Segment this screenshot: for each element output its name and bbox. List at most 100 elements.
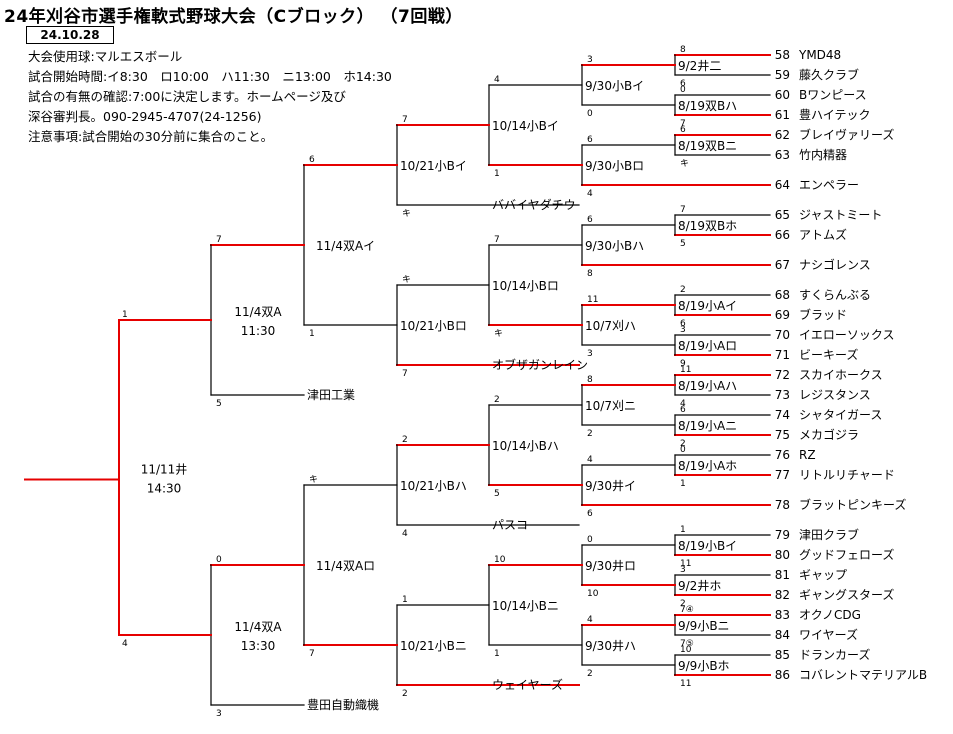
info-line-notes: 注意事項:試合開始の30分前に集合のこと。 <box>28 129 274 144</box>
team-number: 86 <box>775 668 790 682</box>
score-label: 4 <box>587 455 593 465</box>
match-label: 11/11井 <box>141 463 188 477</box>
team-name: スカイホークス <box>799 368 883 382</box>
score-label: 9 <box>680 359 686 369</box>
match-label: 8/19小Bイ <box>678 539 737 553</box>
match-label: 8/19小Aニ <box>678 419 737 433</box>
team-name: シャタイガース <box>799 408 882 422</box>
match-time: 13:30 <box>241 639 276 653</box>
score-label: 7 <box>402 369 408 379</box>
score-label: 3 <box>587 349 593 359</box>
match-label: 11/4双A <box>234 620 282 634</box>
match-label: 10/14小Bロ <box>492 279 559 293</box>
score-label: 4 <box>587 615 593 625</box>
score-label: 1 <box>309 329 315 339</box>
team-number: 66 <box>775 228 790 242</box>
match-label: 8/19双Bニ <box>678 139 737 153</box>
team-name: アトムズ <box>799 227 847 242</box>
score-label: 7④ <box>680 605 694 615</box>
team-name: ビーキーズ <box>799 347 858 362</box>
team-name: Bワンピース <box>799 88 867 102</box>
score-label: 6 <box>587 509 593 519</box>
score-label: 2 <box>680 285 686 295</box>
team-name: レジスタンス <box>799 388 871 402</box>
score-label: 5 <box>216 399 222 409</box>
team-number: 82 <box>775 588 790 602</box>
match-label: 9/30小Bハ <box>585 239 644 253</box>
team-number: 62 <box>775 128 790 142</box>
team-name: すくらんぶる <box>799 288 871 302</box>
team-number: 73 <box>775 388 790 402</box>
score-label: 0 <box>680 445 686 455</box>
score-label: 11 <box>680 365 691 375</box>
score-label: 7 <box>680 205 686 215</box>
match-label: 11/4双Aロ <box>316 559 375 573</box>
score-label: キ <box>309 475 318 485</box>
score-label: 7 <box>309 649 315 659</box>
team-name: ナシゴレンス <box>799 257 871 272</box>
team-number: 65 <box>775 208 790 222</box>
score-label: 2 <box>402 689 408 699</box>
team-name: グッドフェローズ <box>799 547 894 562</box>
score-label: 3 <box>680 325 686 335</box>
match-label: 11/4双Aイ <box>316 239 375 253</box>
team-number: 67 <box>775 258 790 272</box>
score-label: 6 <box>680 125 686 135</box>
match-label: 8/19小Aホ <box>678 459 737 473</box>
team-number: 72 <box>775 368 790 382</box>
score-label: 10 <box>494 555 506 565</box>
info-line-confirmation: 試合の有無の確認:7:00に決定します。ホームページ及び <box>28 89 346 104</box>
score-label: 7 <box>216 235 222 245</box>
team-number: 64 <box>775 178 790 192</box>
team-name: ジャストミート <box>799 208 882 222</box>
match-label: 9/30井ロ <box>585 559 636 573</box>
score-label: 0 <box>680 85 686 95</box>
team-name: イエローソックス <box>799 328 895 342</box>
team-number: 63 <box>775 148 790 162</box>
match-label: 8/19双Bホ <box>678 219 737 233</box>
match-label: 9/30井ハ <box>585 639 636 653</box>
score-label: 10 <box>587 589 599 599</box>
score-label: 8 <box>680 45 686 55</box>
score-label: 2 <box>680 439 686 449</box>
match-label: 10/14小Bニ <box>492 599 559 613</box>
score-label: 2 <box>587 429 593 439</box>
team-name: ブラッド <box>799 307 847 322</box>
team-number: 85 <box>775 648 790 662</box>
match-label: 8/19双Bハ <box>678 99 737 113</box>
info-line-ball: 大会使用球:マルエスボール <box>28 49 183 64</box>
team-number: 81 <box>775 568 790 582</box>
score-label: 1 <box>680 479 686 489</box>
score-label: 4 <box>122 639 128 649</box>
team-name: YMD48 <box>798 48 841 62</box>
score-label: 11 <box>680 679 691 689</box>
score-label: 2 <box>587 669 593 679</box>
score-label: 6 <box>309 155 315 165</box>
score-label: 3 <box>680 565 686 575</box>
score-label: 6 <box>680 319 686 329</box>
score-label: 3 <box>216 709 222 719</box>
team-number: 59 <box>775 68 790 82</box>
team-number: 61 <box>775 108 790 122</box>
match-label: 8/19小Aハ <box>678 379 737 393</box>
team-number: 80 <box>775 548 790 562</box>
info-line-referee: 深谷審判長。090-2945-4707(24-1256) <box>28 109 262 124</box>
score-label: 5 <box>680 239 686 249</box>
match-label: 10/21小Bハ <box>400 479 467 493</box>
score-label: 6 <box>680 405 686 415</box>
score-label: 7 <box>494 235 500 245</box>
team-name: 津田クラブ <box>799 527 859 542</box>
score-label: 1 <box>680 525 686 535</box>
score-label: 1 <box>402 595 408 605</box>
team-number: 74 <box>775 408 790 422</box>
team-name: 豊ハイテック <box>799 108 871 122</box>
team-name: エンペラー <box>799 178 859 192</box>
team-number: 68 <box>775 288 790 302</box>
score-label: 7 <box>402 115 408 125</box>
match-time: 11:30 <box>241 324 276 338</box>
score-label: 3 <box>587 55 593 65</box>
score-label: 4 <box>587 189 593 199</box>
team-name: ワイヤーズ <box>799 627 858 642</box>
team-number: 71 <box>775 348 790 362</box>
